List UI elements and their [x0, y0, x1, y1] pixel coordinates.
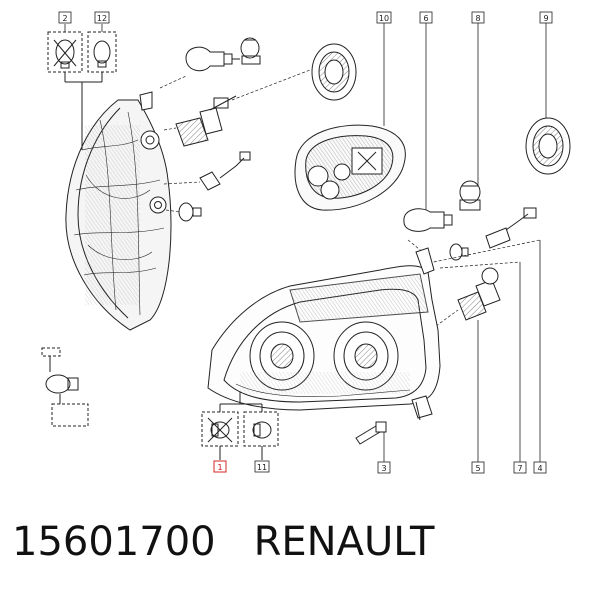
- callout-leaders: [64, 22, 547, 462]
- callout-6: 6: [419, 11, 433, 24]
- svg-text:9: 9: [543, 14, 548, 23]
- svg-text:5: 5: [475, 464, 480, 473]
- callout-7: 7: [513, 461, 527, 474]
- svg-text:12: 12: [97, 14, 107, 23]
- callout-4: 4: [533, 461, 547, 474]
- bulb-8: [459, 180, 481, 211]
- dust-cover-9: [525, 117, 571, 175]
- part-number: 15601700: [12, 519, 216, 565]
- bulb-6: [403, 208, 453, 232]
- callout-12: 12: [94, 11, 110, 24]
- screw-3: [355, 421, 387, 445]
- headlamp-front: [207, 247, 441, 421]
- h7-bulb-5: [457, 267, 501, 321]
- bulb-holder-housing: [294, 124, 406, 211]
- svg-text:2: 2: [62, 14, 67, 23]
- bulb-group-1-11: [201, 392, 279, 460]
- bulb-icon-crossed-bottom: [207, 417, 233, 443]
- callout-3: 3: [377, 461, 391, 474]
- svg-text:4: 4: [537, 464, 542, 473]
- dust-cover-top: [311, 43, 357, 101]
- bulb-group-2-12: [47, 31, 117, 150]
- callout-10: 10: [376, 11, 392, 24]
- callout-2: 2: [58, 11, 72, 24]
- callout-11: 11: [254, 460, 270, 473]
- svg-text:7: 7: [517, 464, 522, 473]
- bulb-icon-bottom: [252, 421, 272, 439]
- small-bulb-mid: [449, 243, 469, 261]
- upper-bulbs: [159, 37, 311, 222]
- headlamp-rear-view: [65, 91, 172, 331]
- bulb-icon-crossed: [53, 39, 77, 69]
- svg-text:3: 3: [381, 464, 386, 473]
- svg-text:6: 6: [423, 14, 428, 23]
- svg-text:11: 11: [257, 463, 267, 472]
- product-caption: 15601700 RENAULT: [12, 512, 592, 582]
- exploded-parts-diagram: 2 12 10 6 8 9 1 11 3 5 7 4: [41, 11, 571, 474]
- callout-5: 5: [471, 461, 485, 474]
- brand-name: RENAULT: [253, 519, 435, 565]
- bulb-box-side: [41, 347, 89, 427]
- svg-text:10: 10: [379, 14, 389, 23]
- callout-1: 1: [213, 460, 227, 473]
- svg-text:1: 1: [217, 463, 222, 472]
- bulb-icon: [93, 40, 111, 68]
- svg-text:8: 8: [475, 14, 480, 23]
- bulb-7-wire: [485, 207, 537, 249]
- callout-8: 8: [471, 11, 485, 24]
- callout-9: 9: [539, 11, 553, 24]
